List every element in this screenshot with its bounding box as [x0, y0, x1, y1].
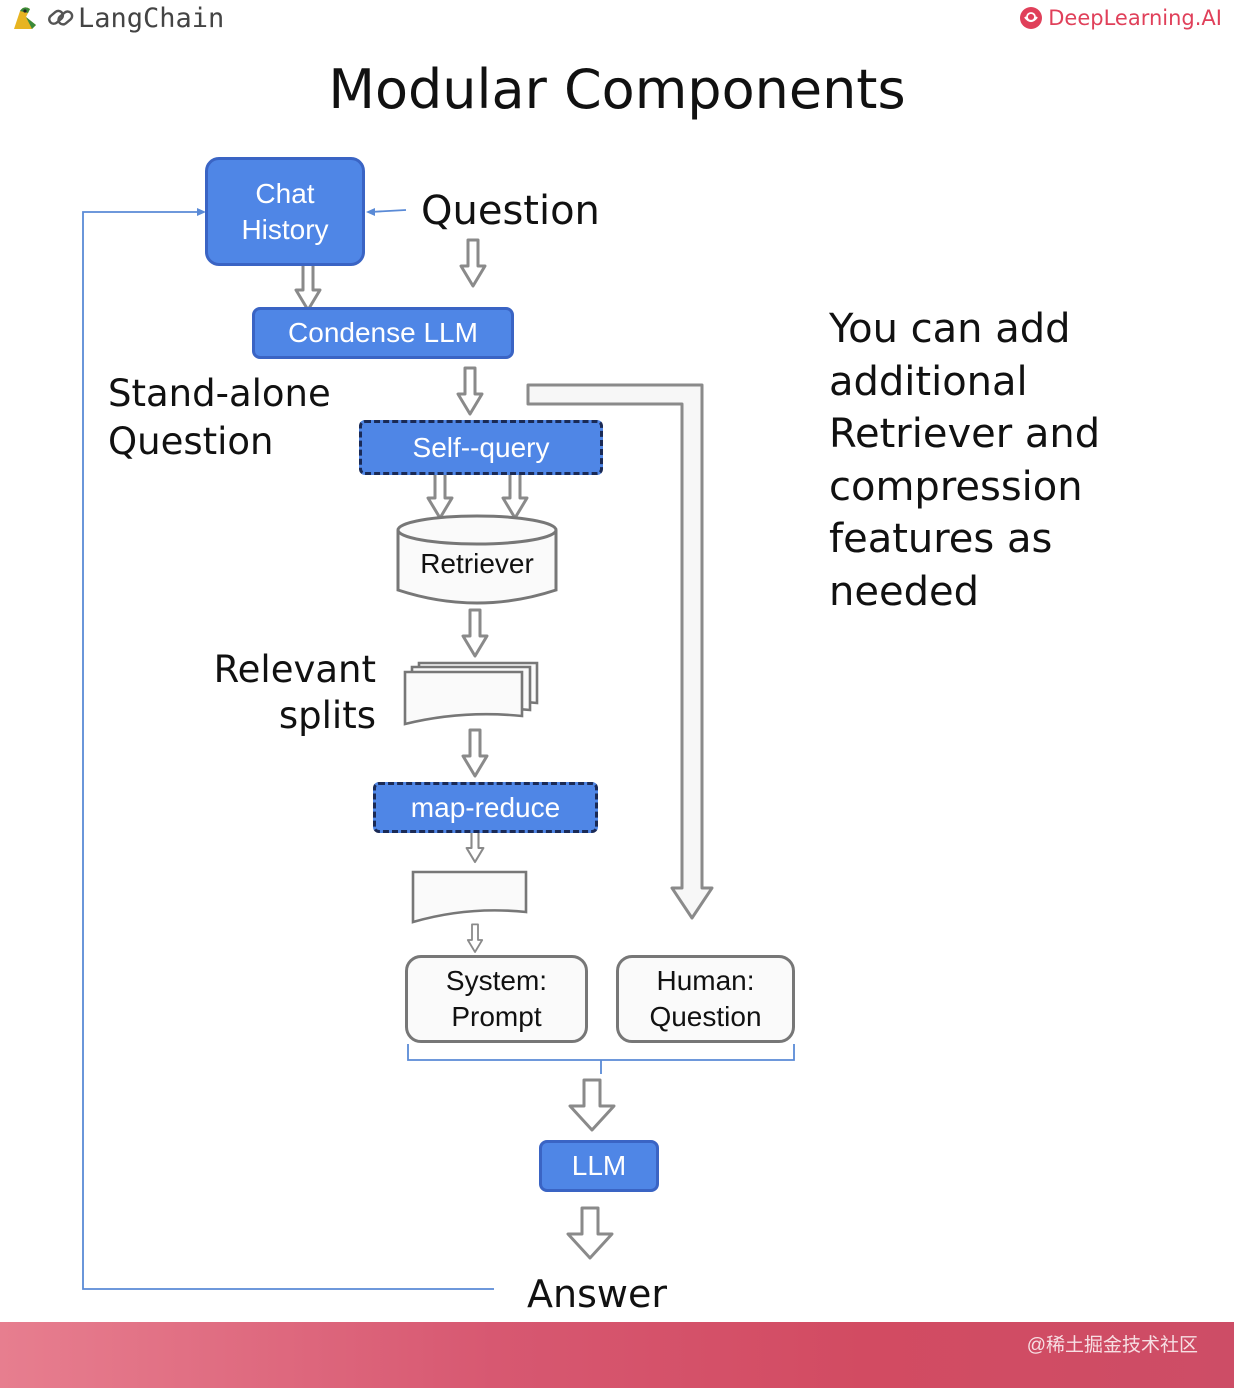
self-query-node: Self--query	[359, 420, 603, 475]
deeplearning-ai-logo: DeepLearning.AI	[1018, 2, 1222, 34]
chat-history-node: Chat History	[205, 157, 365, 266]
langchain-logo: LangChain	[10, 0, 224, 36]
arrow-splits-to-mapreduce	[461, 728, 489, 778]
human-question-label: Human: Question	[649, 965, 762, 1032]
arrow-llm-to-answer	[566, 1206, 614, 1260]
system-prompt-node: System: Prompt	[405, 955, 588, 1043]
human-question-node: Human: Question	[616, 955, 795, 1043]
llm-label: LLM	[571, 1150, 627, 1181]
answer-label: Answer	[527, 1272, 667, 1316]
reduced-document-icon	[411, 870, 528, 924]
footer-band	[0, 1322, 1234, 1388]
arrow-selfquery-to-retriever-right	[501, 470, 529, 520]
parrot-icon	[14, 7, 36, 29]
system-prompt-label: System: Prompt	[445, 965, 548, 1032]
arrow-question-to-condense	[459, 238, 487, 288]
chain-link-icon	[48, 9, 74, 26]
map-reduce-label: map-reduce	[410, 791, 561, 823]
standalone-question-label: Stand-alone Question	[108, 372, 331, 463]
arrow-prompts-to-llm	[568, 1078, 616, 1132]
arrow-condense-to-selfquery	[456, 366, 484, 416]
question-to-history-arrowhead	[366, 208, 375, 216]
deeplearning-logo-text: DeepLearning.AI	[1048, 6, 1222, 30]
prompt-bracket	[407, 1044, 795, 1074]
arrow-selfquery-to-retriever-left	[426, 470, 454, 520]
self-query-label: Self--query	[412, 431, 550, 463]
feedback-loop-line	[82, 211, 494, 1290]
llm-node: LLM	[539, 1140, 659, 1192]
question-label: Question	[421, 188, 600, 234]
arrow-history-to-condense	[294, 262, 322, 312]
feedback-loop-arrowhead	[197, 208, 206, 216]
arrow-retriever-to-splits	[461, 608, 489, 658]
retriever-label: Retriever	[420, 548, 534, 579]
condense-llm-label: Condense LLM	[288, 317, 478, 348]
map-reduce-node: map-reduce	[373, 782, 598, 833]
watermark: @稀土掘金技术社区	[1026, 1335, 1198, 1356]
relevant-splits-label: Relevant splits	[213, 648, 376, 737]
arrow-mapreduce-to-doc	[465, 828, 485, 864]
retriever-cylinder	[396, 514, 558, 605]
deeplearning-brain-icon	[1020, 7, 1043, 29]
bypass-arrow	[526, 383, 714, 920]
question-to-history-line	[369, 209, 407, 213]
page-title: Modular Components	[328, 58, 906, 121]
langchain-logo-text: LangChain	[78, 2, 225, 34]
condense-llm-node: Condense LLM	[252, 307, 514, 359]
arrow-doc-to-system-prompt	[466, 923, 484, 953]
side-note: You can add additional Retriever and com…	[829, 306, 1101, 615]
chat-history-label: Chat History	[241, 177, 329, 245]
document-stack-icon	[403, 661, 539, 726]
